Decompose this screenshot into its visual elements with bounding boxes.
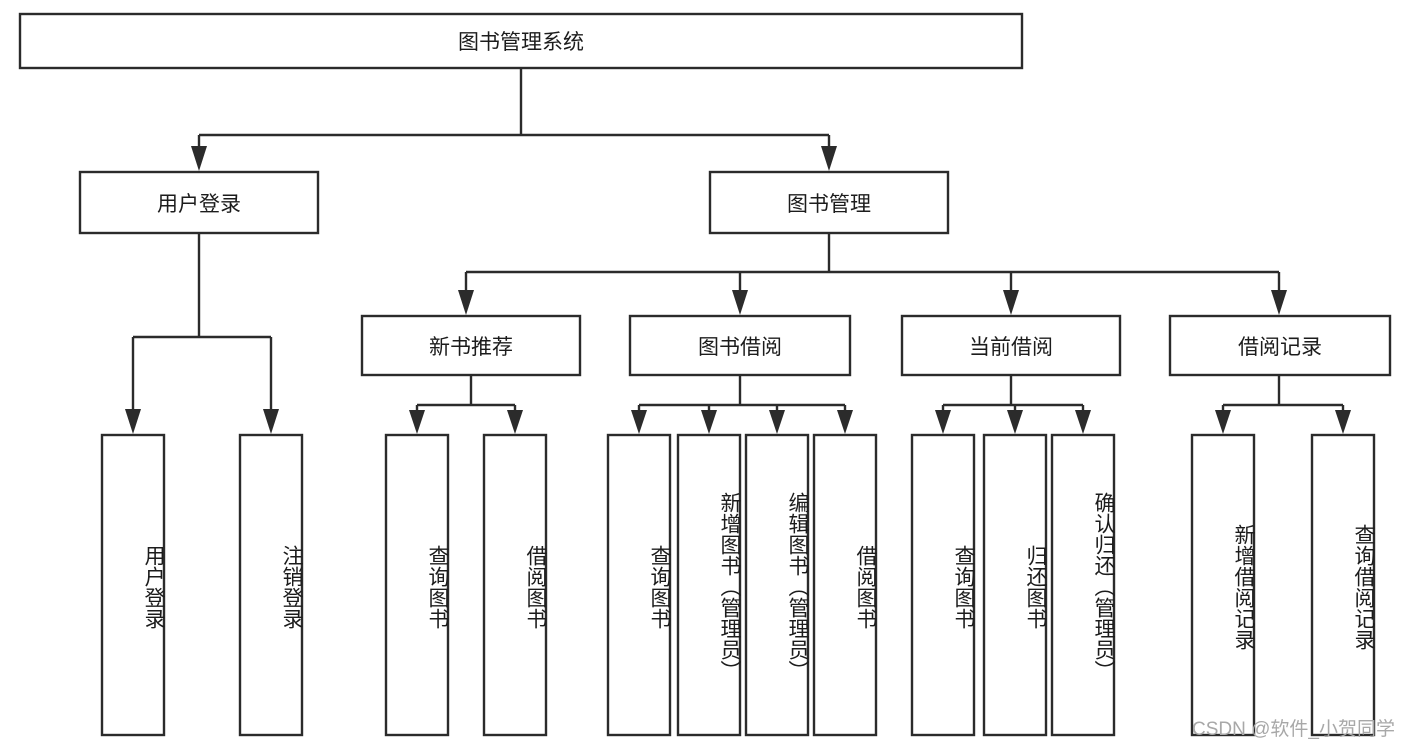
leaf-node-borrow-book-2[interactable]: [812, 433, 878, 737]
node-book-management[interactable]: [708, 170, 950, 235]
connector-book-borrow-to-leaves: [631, 375, 853, 434]
node-borrowing-record[interactable]: [1168, 314, 1392, 377]
leaf-node-query-book-3[interactable]: [910, 433, 976, 737]
leaf-node-return-book[interactable]: [982, 433, 1048, 737]
node-current-borrowing[interactable]: [900, 314, 1122, 377]
leaf-node-confirm-return[interactable]: [1050, 433, 1116, 737]
connector-root-to-level2: [191, 68, 837, 171]
node-user-login[interactable]: [78, 170, 320, 235]
leaf-node-query-record[interactable]: [1310, 433, 1376, 737]
leaf-node-add-book[interactable]: [676, 433, 742, 737]
node-book-borrowing[interactable]: [628, 314, 852, 377]
connector-book-management-to-level3: [458, 233, 1287, 315]
connector-current-borrow-to-leaves: [935, 375, 1091, 434]
node-new-book-recommendation[interactable]: [360, 314, 582, 377]
connector-borrow-record-to-leaves: [1215, 375, 1351, 434]
connector-user-login-to-leaves: [125, 233, 279, 434]
leaf-node-query-book-2[interactable]: [606, 433, 672, 737]
connector-new-book-rec-to-leaves: [409, 375, 523, 434]
leaf-node-user-login[interactable]: [100, 433, 166, 737]
leaf-node-add-record[interactable]: [1190, 433, 1256, 737]
leaf-node-query-book-1[interactable]: [384, 433, 450, 737]
node-root-book-management-system[interactable]: [18, 12, 1024, 70]
leaf-node-edit-book[interactable]: [744, 433, 810, 737]
leaf-node-borrow-book-1[interactable]: [482, 433, 548, 737]
leaf-node-logout[interactable]: [238, 433, 304, 737]
